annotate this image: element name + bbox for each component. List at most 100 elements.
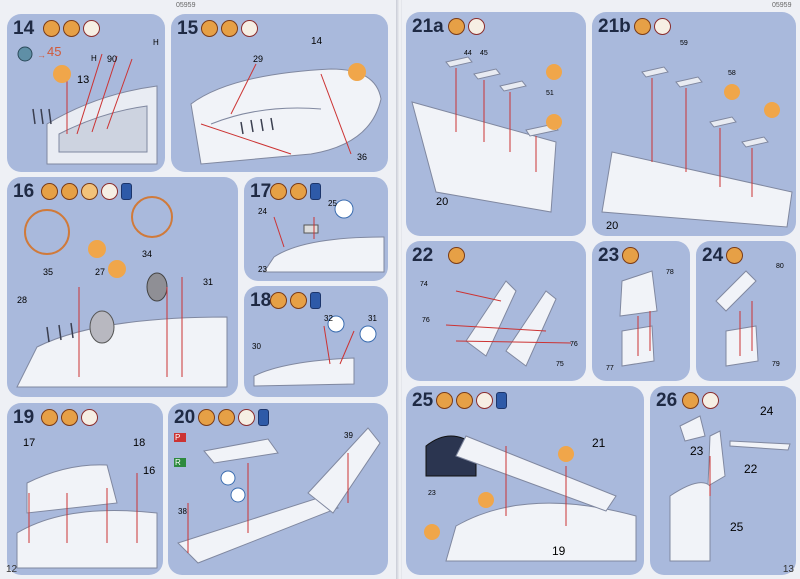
step-number: 15: [177, 18, 199, 39]
step-19-panel: 19 17 18 16: [7, 403, 163, 575]
step-14-diagram: →: [17, 46, 158, 165]
clock-icon: [238, 409, 255, 426]
drill-icon: [41, 409, 58, 426]
drill-icon: [682, 392, 699, 409]
knife-icon: [81, 183, 98, 200]
drill-icon: [448, 247, 465, 264]
step-number: 23: [598, 245, 620, 266]
page-number: 12: [6, 564, 18, 575]
part-number: 51: [546, 90, 554, 97]
step-number: 21b: [598, 16, 631, 37]
part-number: 22: [744, 462, 758, 476]
step-icons: [270, 183, 321, 200]
part-number: 17: [23, 437, 36, 449]
step-14-panel: 14 → 45 90 13 H H: [7, 14, 165, 172]
cement-icon: [63, 20, 80, 37]
part-number: 36: [357, 152, 368, 162]
part-number: 74: [420, 281, 428, 288]
step-number: 20: [174, 407, 196, 428]
right-page: 05959 21a 44 45 51 20 21b: [402, 0, 800, 579]
step-15-panel: 15 29 14 36: [171, 14, 388, 172]
drill-icon: [198, 409, 215, 426]
step-icons: [43, 20, 100, 37]
part-letter: H: [153, 38, 159, 47]
step-number: 16: [13, 181, 35, 202]
part-number: 76: [422, 317, 430, 324]
paint-icon: [258, 409, 269, 426]
step-16-panel: 16 35 27 34 31 28: [7, 177, 238, 397]
step-21b-panel: 21b 59 58 20: [592, 12, 796, 236]
step-19-diagram: [16, 464, 158, 569]
part-number: 20: [436, 196, 449, 208]
step-21b-diagram: [601, 66, 793, 228]
step-26-diagram: [669, 415, 791, 562]
step-icons: [448, 247, 465, 264]
clock-icon: [468, 18, 485, 35]
cement-icon: [218, 409, 235, 426]
part-number: 80: [776, 263, 784, 270]
step-14-scale: 45: [47, 44, 62, 59]
part-number: 58: [728, 70, 736, 77]
clock-icon: [83, 20, 100, 37]
step-number: 19: [13, 407, 35, 428]
step-number: 25: [412, 390, 434, 411]
step-22-diagram: [445, 280, 572, 367]
book-spine: [396, 0, 404, 579]
drill-icon: [270, 183, 287, 200]
clock-icon: [81, 409, 98, 426]
part-number: 79: [772, 361, 780, 368]
step-number: 26: [656, 390, 678, 411]
part-number: 27: [95, 267, 106, 277]
part-number: 32: [324, 314, 333, 323]
cement-icon: [290, 292, 307, 309]
part-number: 45: [480, 50, 488, 57]
drill-icon: [270, 292, 287, 309]
clock-icon: [241, 20, 258, 37]
part-number: 20: [606, 220, 619, 232]
drill-icon: [634, 18, 651, 35]
step-icons: [198, 409, 269, 426]
part-number: 21: [592, 436, 606, 450]
cement-icon: [61, 409, 78, 426]
cement-icon: [290, 183, 307, 200]
page-code: 05959: [772, 2, 792, 9]
paint-icon: [496, 392, 507, 409]
letter-p: P: [175, 433, 181, 442]
svg-text:→: →: [37, 50, 46, 60]
part-number: 13: [77, 74, 90, 86]
step-number: 17: [250, 181, 272, 202]
letter-r: R: [175, 458, 181, 467]
cement-icon: [456, 392, 473, 409]
part-number: 24: [760, 404, 774, 418]
step-18-diagram: [253, 315, 377, 387]
step-icons: [634, 18, 671, 35]
part-number: 23: [690, 444, 704, 458]
step-icons: [726, 247, 743, 264]
cement-icon: [61, 183, 78, 200]
drill-icon: [448, 18, 465, 35]
step-icons: [41, 183, 132, 200]
drill-icon: [201, 20, 218, 37]
part-number: 25: [730, 520, 744, 534]
part-number: 23: [258, 265, 267, 274]
part-number: 25: [328, 199, 337, 208]
part-letter: H: [91, 54, 97, 63]
part-number: 78: [666, 269, 674, 276]
step-24-panel: 24 80 79: [696, 241, 796, 381]
step-17-panel: 17 24 25 23: [244, 177, 388, 281]
step-20-panel: 20 P R 39 38: [168, 403, 388, 575]
part-number: 14: [311, 36, 323, 47]
step-20-diagram: [174, 427, 381, 564]
clock-icon: [702, 392, 719, 409]
step-icons: [41, 409, 98, 426]
step-icons: [436, 392, 507, 409]
part-number: 28: [17, 295, 28, 305]
part-number: 23: [428, 490, 436, 497]
part-number: 44: [464, 50, 472, 57]
drill-icon: [726, 247, 743, 264]
step-26-panel: 26 24 23 22 25: [650, 386, 796, 575]
part-number: 76: [570, 341, 578, 348]
step-23-panel: 23 78 77: [592, 241, 690, 381]
paint-icon: [310, 183, 321, 200]
clock-icon: [476, 392, 493, 409]
